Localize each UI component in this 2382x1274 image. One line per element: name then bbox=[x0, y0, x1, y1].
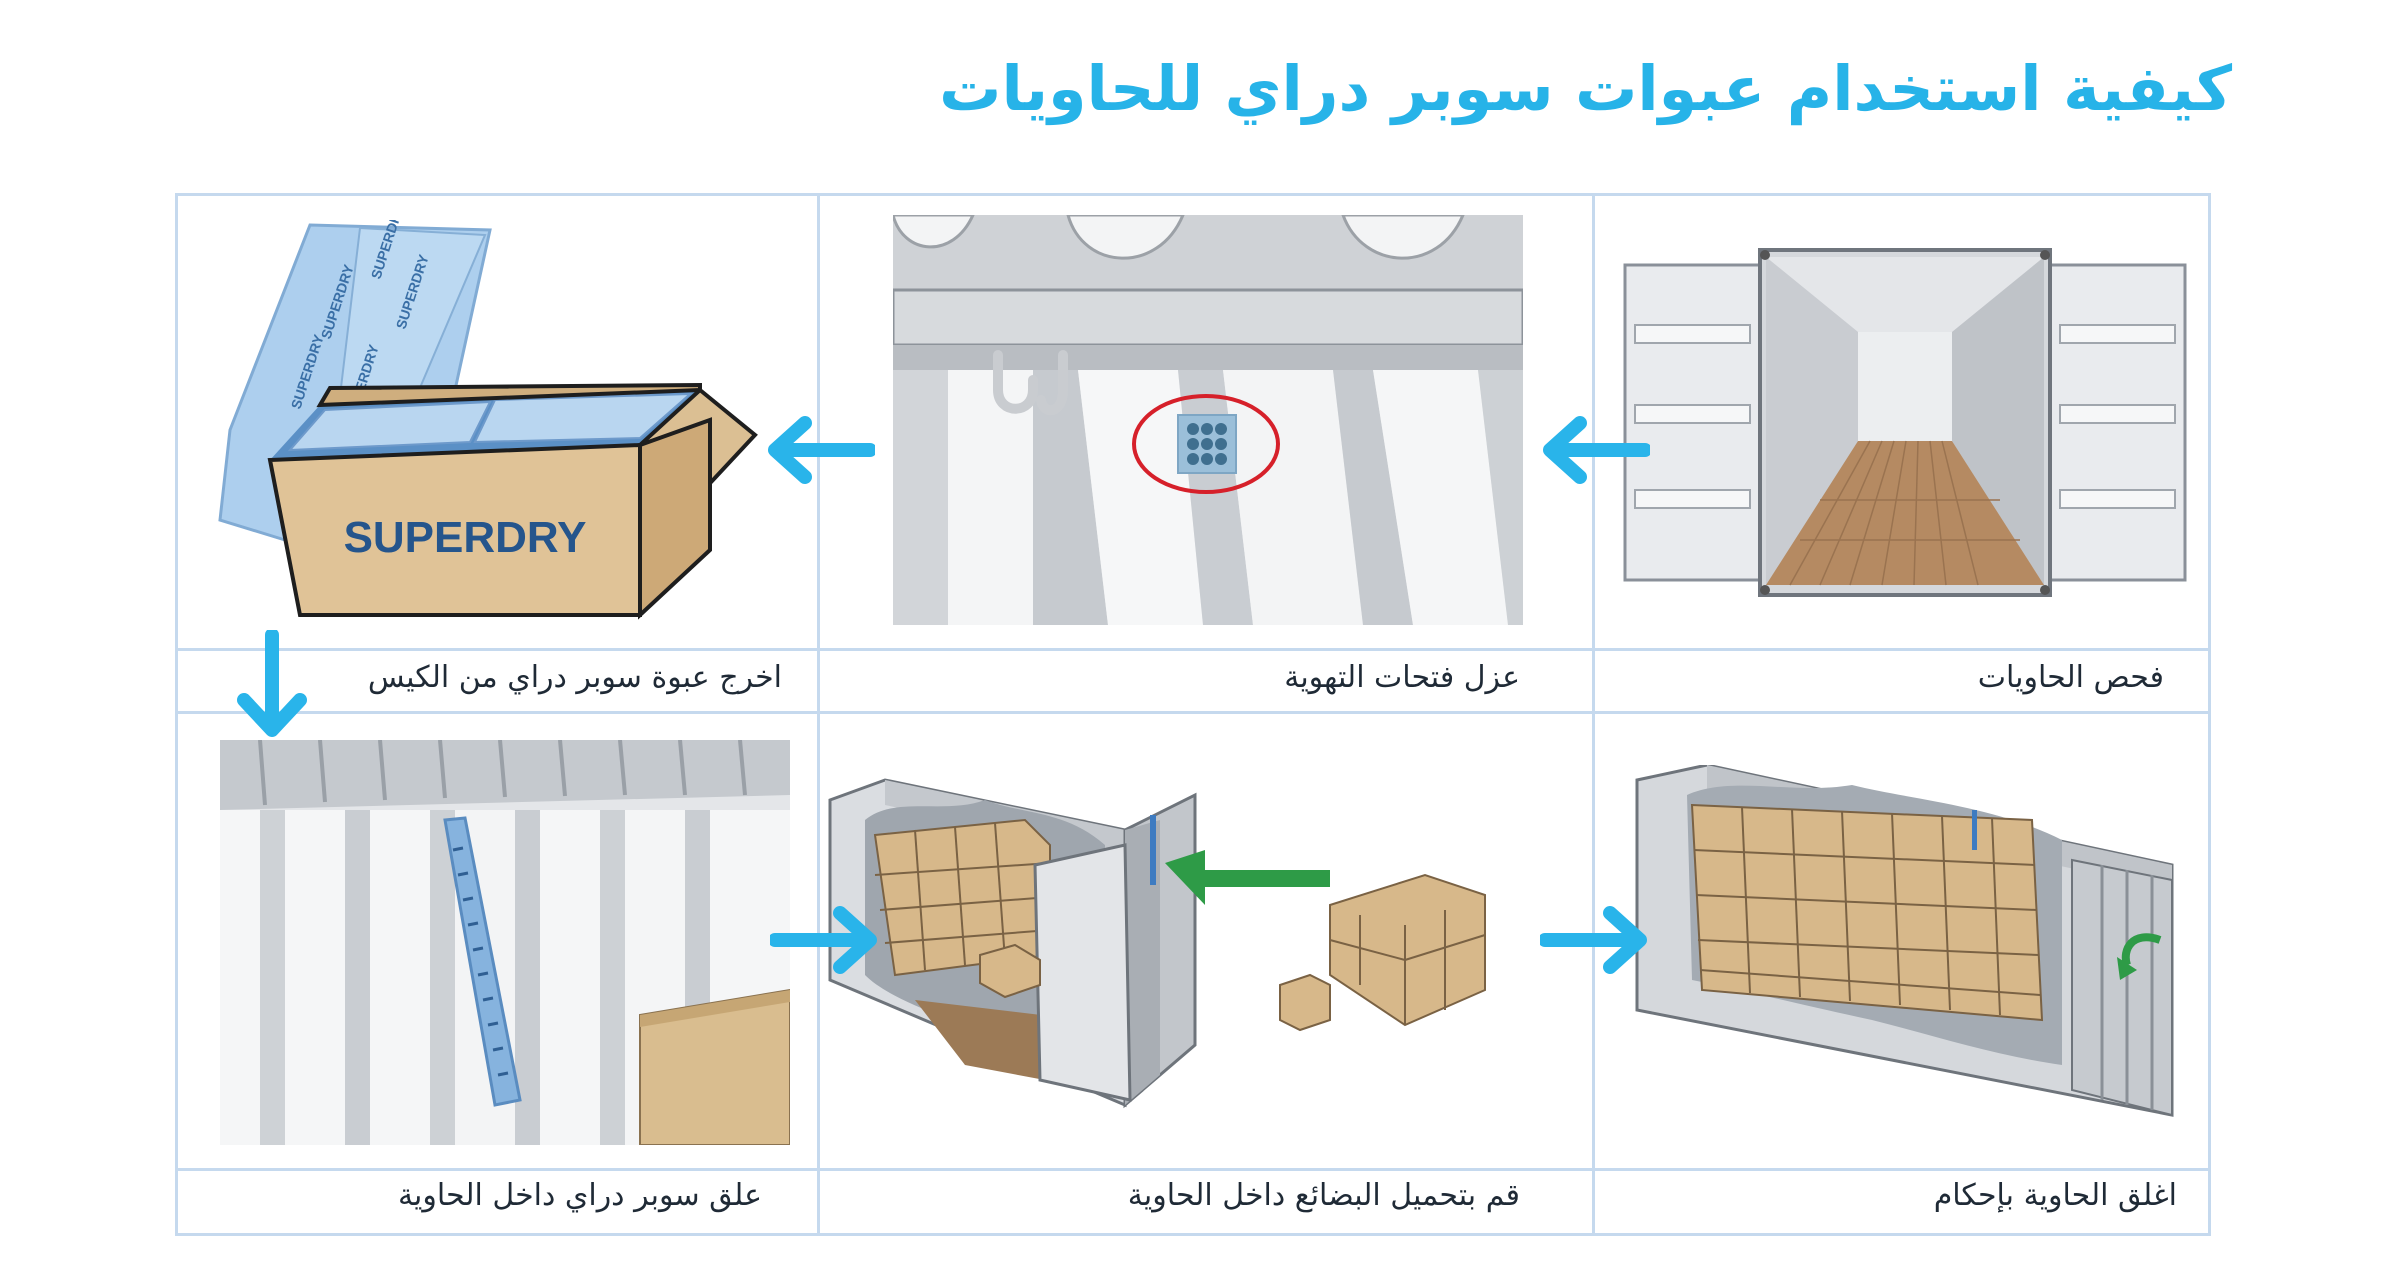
grid-divider bbox=[1592, 193, 1595, 1236]
arrow-down-icon bbox=[237, 630, 307, 737]
step-caption-seal-vents: عزل فتحات التهوية bbox=[1284, 660, 1520, 695]
arrow-left-icon bbox=[1543, 416, 1650, 484]
loading-cargo-icon bbox=[828, 778, 1486, 1109]
page-title: كيفية استخدام عبوات سوبر دراي للحاويات bbox=[939, 52, 2232, 125]
superdry-box-icon: SUPERDRY SUPERDRY SUPERDRY SUPERDRY SUPE… bbox=[218, 220, 758, 620]
step-caption-close: اغلق الحاوية بإحكام bbox=[1933, 1178, 2177, 1213]
ventilation-hole-icon bbox=[893, 215, 1523, 625]
step-caption-inspect: فحص الحاويات bbox=[1977, 660, 2164, 695]
arrow-left-icon bbox=[768, 416, 875, 484]
box-label: SUPERDRY bbox=[344, 513, 587, 562]
step-caption-unpack: اخرج عبوة سوبر دراي من الكيس bbox=[367, 660, 782, 695]
grid-divider bbox=[175, 648, 2211, 651]
open-container-icon bbox=[1623, 248, 2187, 597]
step-caption-hang: علق سوبر دراي داخل الحاوية bbox=[397, 1178, 762, 1213]
arrow-right-icon bbox=[770, 906, 877, 974]
closed-container-icon bbox=[1635, 765, 2174, 1117]
grid-divider bbox=[817, 193, 820, 1236]
grid-divider bbox=[175, 1168, 2211, 1171]
grid-divider bbox=[175, 711, 2211, 714]
steps-grid bbox=[175, 193, 2211, 1236]
arrow-right-icon bbox=[1540, 906, 1647, 974]
step-caption-load: قم بتحميل البضائع داخل الحاوية bbox=[1127, 1178, 1520, 1213]
hanging-pack-icon bbox=[220, 740, 790, 1145]
